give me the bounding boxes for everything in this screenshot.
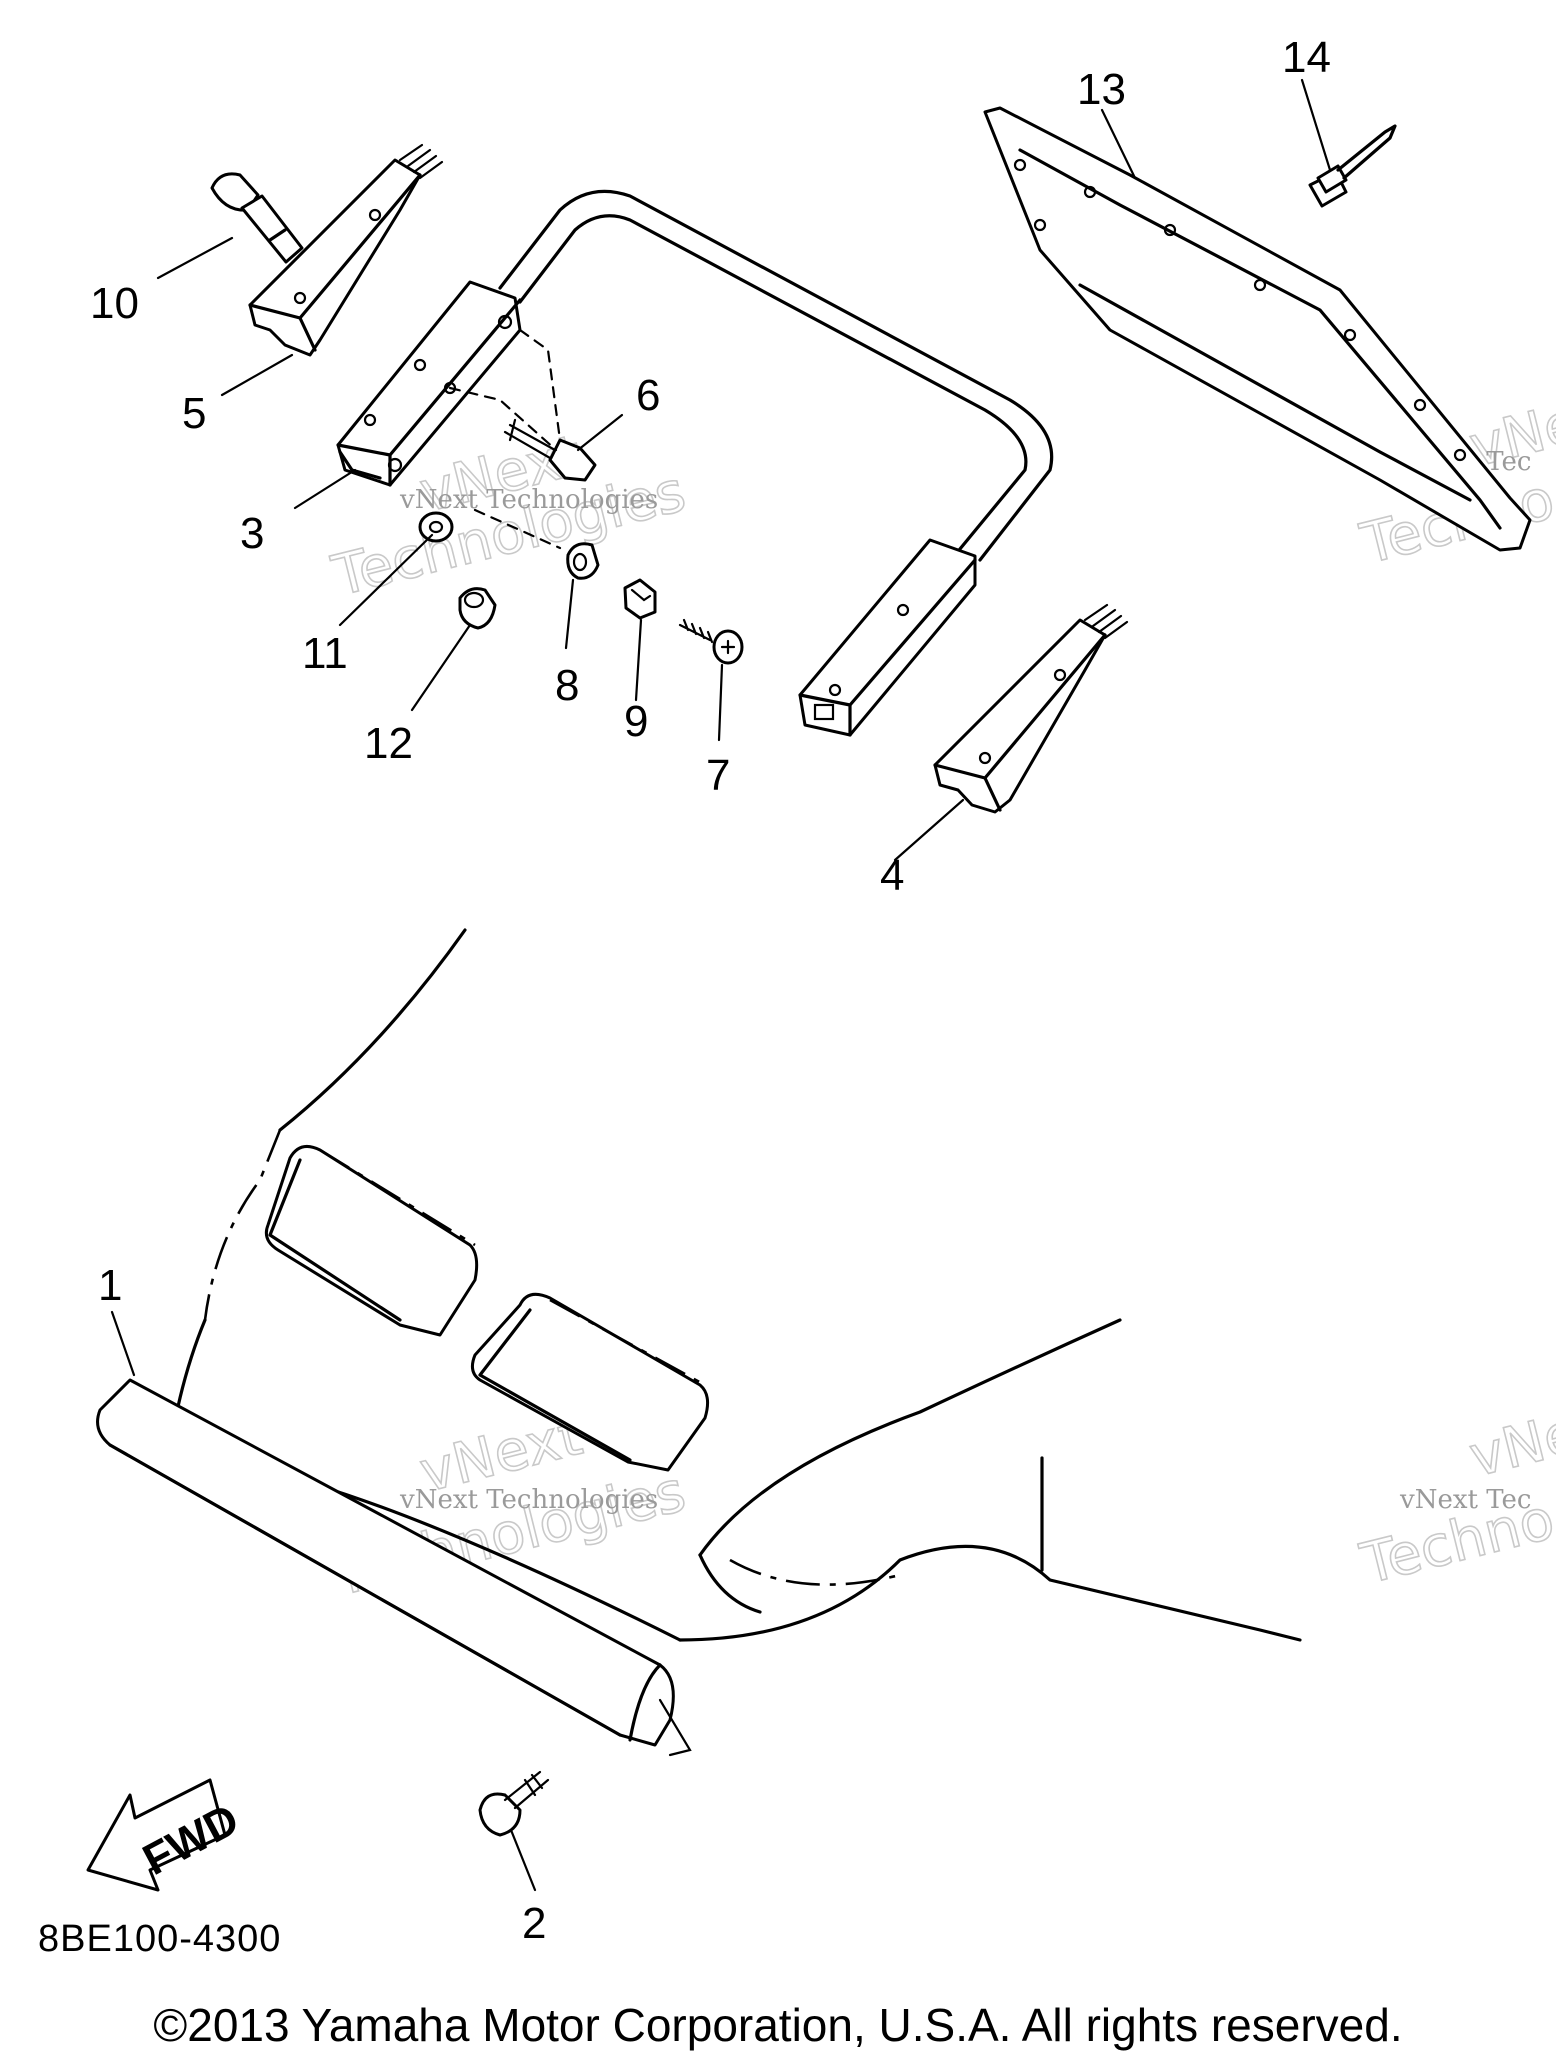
callout-8: 8 [555, 661, 579, 710]
part-10-pin [210, 172, 304, 264]
callout-5: 5 [182, 389, 206, 438]
part-13-frame-gasket [983, 106, 1532, 552]
handle-bar [336, 189, 1054, 737]
callout-11: 11 [302, 629, 348, 678]
callout-6: 6 [636, 371, 660, 420]
callout-12: 12 [364, 719, 413, 768]
svg-text:vNext Technologies: vNext Technologies [399, 1485, 658, 1515]
callout-13: 13 [1077, 65, 1126, 114]
callout-4: 4 [880, 851, 904, 900]
watermark-bottom-right: vNext Techno vNext Tec [1354, 1387, 1556, 1598]
callout-3: 3 [240, 509, 264, 558]
part-11-washer [418, 511, 454, 543]
leader-lines [110, 78, 1332, 1892]
svg-text:vNext: vNext [1463, 1388, 1556, 1491]
callout-7: 7 [706, 751, 730, 800]
part-4-pad [933, 603, 1129, 814]
part-2-bolt [478, 1770, 550, 1837]
part-12-nut [458, 587, 497, 630]
fwd-arrow-icon: FWD [86, 1778, 247, 1892]
callout-9: 9 [624, 697, 648, 746]
part-8-spacer [566, 542, 600, 580]
svg-text:vNext Technologies: vNext Technologies [399, 485, 658, 515]
copyright-notice: ©2013 Yamaha Motor Corporation, U.S.A. A… [153, 1999, 1403, 2051]
callout-14: 14 [1282, 33, 1331, 82]
callout-2: 2 [522, 1899, 546, 1948]
part-7-screw [678, 618, 744, 665]
svg-text:vNext Tec: vNext Tec [1399, 1485, 1531, 1515]
part-5-pad [248, 143, 444, 357]
hull-deck [166, 928, 1302, 1642]
callout-10: 10 [90, 279, 139, 328]
part-1-bumper-strip [96, 1378, 692, 1757]
part-9-nut [623, 578, 657, 620]
callout-1: 1 [98, 1261, 122, 1310]
callout-numbers: 1 2 3 4 5 6 7 8 9 10 11 12 13 14 [90, 33, 1331, 1948]
part-14-rivet [1308, 124, 1397, 208]
diagram-code: 8BE100-4300 [38, 1918, 282, 1960]
